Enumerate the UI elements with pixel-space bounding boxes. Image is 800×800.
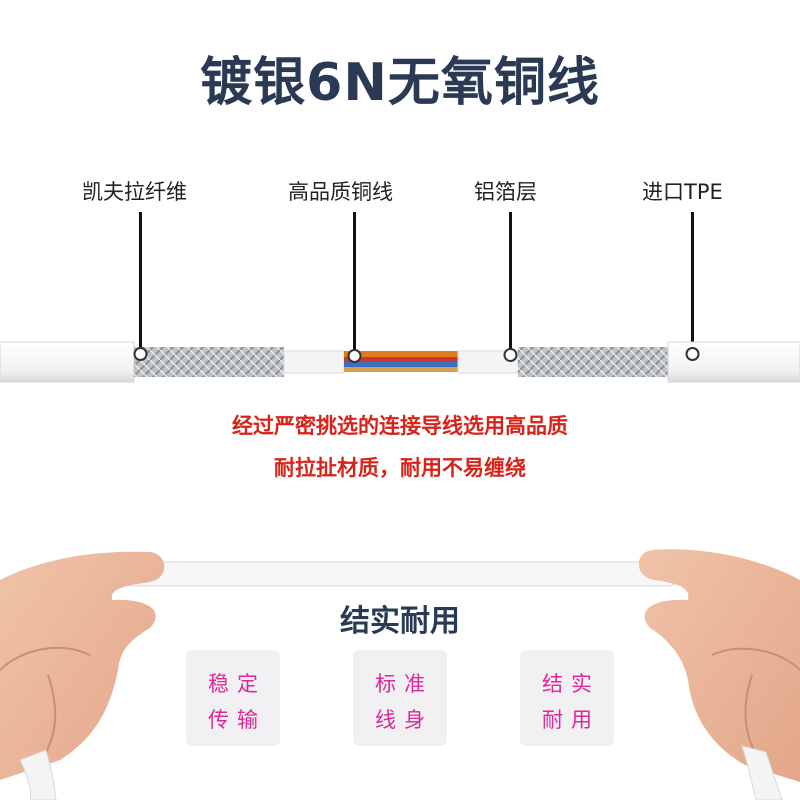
hands-holding-cable <box>0 549 800 800</box>
layer-label-kevlar: 凯夫拉纤维 <box>82 180 187 204</box>
description-line-2: 耐拉扯材质，耐用不易缠绕 <box>274 456 526 480</box>
leader-line-copper <box>353 212 356 352</box>
feature-box-sturdy-durable: 结实 耐用 <box>520 650 614 746</box>
leader-line-kevlar <box>139 212 142 352</box>
description-line-1: 经过严密挑选的连接导线选用高品质 <box>232 414 568 438</box>
layer-label-foil: 铝箔层 <box>474 180 537 204</box>
feature-line-1: 标准 <box>375 672 433 696</box>
feature-line-2: 传输 <box>208 708 266 732</box>
pointer-dot-kevlar <box>133 347 148 361</box>
cable-straight <box>119 561 681 587</box>
leader-line-foil <box>509 212 512 352</box>
right-hand <box>638 549 800 800</box>
braid-left <box>134 347 284 377</box>
wire-gold <box>344 367 458 372</box>
feature-line-1: 稳定 <box>208 672 266 696</box>
braid-right <box>518 347 668 377</box>
leader-line-tpe <box>691 212 694 352</box>
left-hand <box>0 551 165 800</box>
cable-cross-section <box>0 341 800 383</box>
wire-blue <box>344 362 458 367</box>
feature-line-1: 结实 <box>542 672 600 696</box>
layer-label-copper: 高品质铜线 <box>288 180 393 204</box>
feature-box-standard-body: 标准 线身 <box>353 650 447 746</box>
pointer-dot-tpe <box>685 347 700 361</box>
durable-heading: 结实耐用 <box>340 604 460 639</box>
feature-line-2: 线身 <box>375 708 433 732</box>
feature-box-stable-transmission: 稳定 传输 <box>186 650 280 746</box>
layer-label-tpe: 进口TPE <box>642 180 723 204</box>
pointer-dot-foil <box>503 348 518 362</box>
feature-line-2: 耐用 <box>542 708 600 732</box>
wire-red <box>344 357 458 362</box>
wire-orange <box>344 351 458 357</box>
pointer-dot-copper <box>347 349 362 363</box>
page-title: 镀银6N无氧铜线 <box>200 53 600 113</box>
